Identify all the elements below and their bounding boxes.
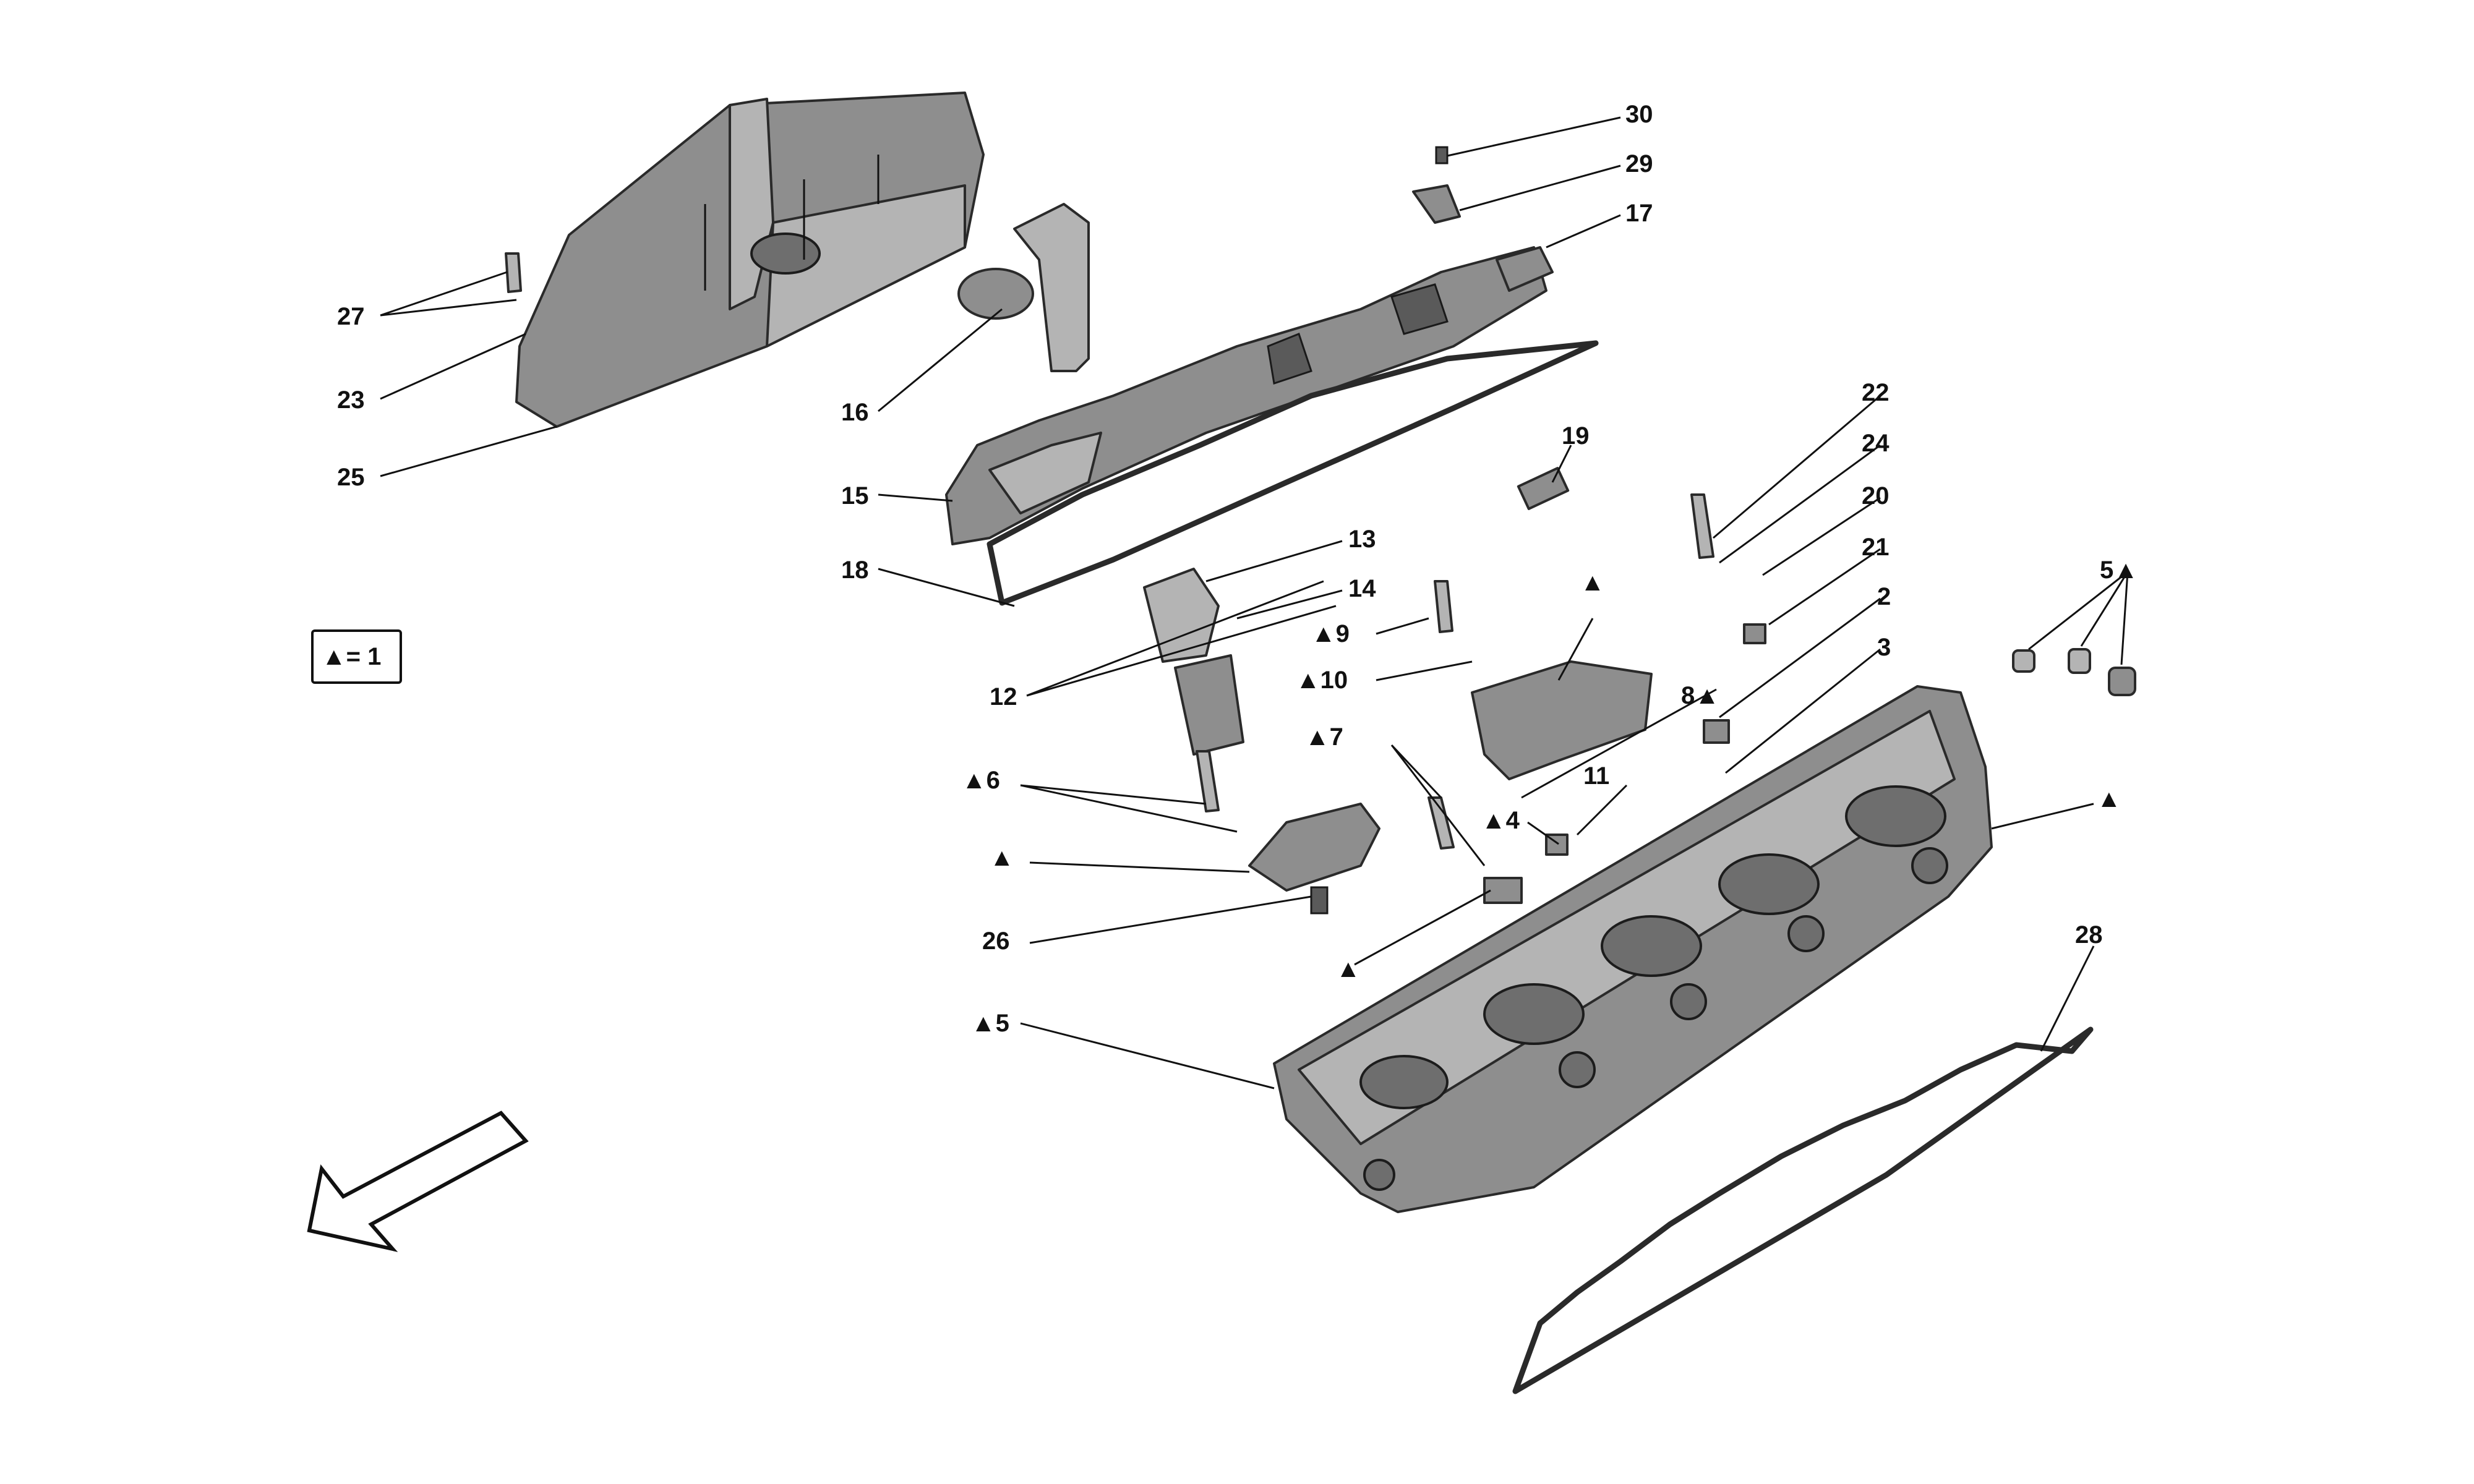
callout-8: 8▲ [1681,682,1719,709]
callout-10: ▲10 [1296,667,1348,694]
callout-4: ▲4 [1481,807,1520,834]
callout-25: 25 [337,464,365,491]
legend: ▲= 1 [311,629,402,684]
callout-3: 3 [1877,634,1891,661]
callout-labels: 30 29 17 27 23 25 16 15 18 19 22 24 20 2… [337,101,2138,1037]
dowel-pin [1310,886,1329,915]
callout-5-bottom: ▲5 [971,1010,1009,1037]
sensor [1412,184,1461,224]
bearing-cap [1248,803,1380,892]
callout-29: 29 [1625,150,1653,177]
callout-21: 21 [1862,534,1890,561]
callout-13: 13 [1348,526,1376,553]
leader-lines [380,116,2129,1090]
callout-14: 14 [1348,575,1376,602]
plug [1517,467,1570,510]
valve-cover [945,246,1547,545]
valve-cover-gasket [987,340,1599,606]
callout-30: 30 [1625,101,1653,128]
legend-text: ▲= 1 [322,643,381,670]
cylinder-head [1273,685,1993,1213]
oil-filler-cap [957,203,1090,372]
callout-18: 18 [841,556,869,584]
callout-tri-block: ▲ [1336,955,1361,983]
direction-arrow [307,1111,529,1252]
callout-19: 19 [1562,422,1590,450]
callout-tri-head: ▲ [2097,785,2121,812]
callout-7: ▲7 [1305,723,1343,751]
variator-solenoid-valve [1143,568,1244,756]
screw [1435,146,1449,164]
callout-tri-cap: ▲ [990,844,1014,871]
callout-tri-cam: ▲ [1580,569,1605,596]
breather-fitting [1496,246,1554,292]
callout-24: 24 [1862,430,1890,457]
engine-cover-shield [515,92,985,428]
cam-cover-block [1471,660,1653,780]
callout-2: 2 [1877,583,1891,610]
callout-23: 23 [337,386,365,414]
callout-5-top: 5▲ [2100,556,2138,584]
callout-11: 11 [1583,762,1609,790]
callout-6: ▲6 [962,767,1000,794]
callout-16: 16 [841,399,869,426]
callout-12: 12 [990,683,1017,710]
callout-15: 15 [841,482,869,510]
cylinder-head-gasket [1512,1026,2094,1394]
callout-9: ▲9 [1311,620,1350,647]
callout-22: 22 [1862,379,1890,406]
callout-20: 20 [1862,482,1890,510]
callout-26: 26 [982,927,1010,955]
plugs [2012,648,2136,696]
callout-27: 27 [337,303,365,330]
callout-17: 17 [1625,200,1653,227]
callout-28: 28 [2075,921,2103,949]
